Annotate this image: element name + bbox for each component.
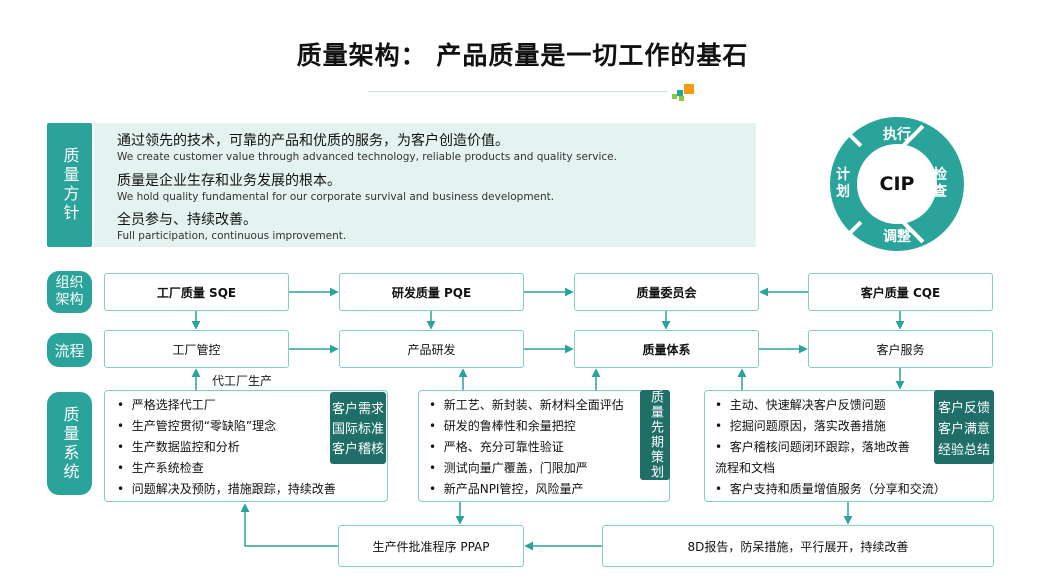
ppap-box: 生产件批准程序 PPAP [338,525,524,567]
title-divider [368,91,668,92]
factory-tag-box: 客户需求 国际标准 客户稽核 [330,392,386,464]
page-title: 质量架构： 产品质量是一切工作的基石 [296,41,749,70]
org-box-cqe: 客户质量 CQE [808,273,993,311]
oem-note: 代工厂生产 [212,374,273,388]
list-item: • 新工艺、新封装、新材料全面评估 [429,398,624,412]
policy-panel [94,123,756,247]
service-tag: 客户反馈 [937,401,990,416]
side-label-system: 质量系统 [47,392,92,495]
service-item-list: • 主动、快速解决客户反馈问题 • 挖掘问题原因，落实改善措施 • 客户稽核问题… [715,395,993,500]
policy-en-1: We create customer value through advance… [117,151,617,163]
factory-tag: 国际标准 [331,422,384,437]
list-item: • 挖掘问题原因，落实改善措施 [715,419,886,433]
side-label-policy: 质量方针 [47,123,92,247]
list-item: • 严格选择代工厂 [117,398,216,412]
service-tag: 客户满意 [937,422,990,437]
process-box-factory: 工厂管控 [104,330,289,368]
list-item: • 测试向量广覆盖，门限加严 [429,461,588,475]
org-box-sqe: 工厂质量 SQE [104,273,289,311]
list-item: • 生产数据监控和分析 [117,440,240,454]
service-tag-box: 客户反馈 客户满意 经验总结 [934,390,994,464]
list-item: 流程和文档 [715,461,776,475]
factory-tag: 客户稽核 [331,442,384,457]
list-item: • 客户支持和质量增值服务（分享和交流） [715,482,946,496]
policy-cn-3: 全员参与、持续改善。 [117,212,257,228]
policy-en-2: We hold quality fundamental for our corp… [117,191,555,203]
cip-top-label: 执行 [883,127,911,143]
process-box-system: 质量体系 [574,330,759,368]
cip-center-label: CIP [879,173,915,195]
list-item: • 研发的鲁棒性和余量把控 [429,419,576,433]
factory-tag: 客户需求 [331,402,384,417]
factory-item-list: • 严格选择代工厂 • 生产管控贯彻“零缺陷”理念 • 生产数据监控和分析 • … [117,395,387,500]
process-box-service: 客户服务 [808,330,993,368]
cip-left-label: 计划 [836,167,850,200]
policy-en-3: Full participation, continuous improveme… [117,230,347,242]
list-item: • 生产管控贯彻“零缺陷”理念 [117,419,277,433]
list-item: • 主动、快速解决客户反馈问题 [715,398,886,412]
cip-right-label: 检查 [933,167,947,200]
rd-item-list: • 新工艺、新封装、新材料全面评估 • 研发的鲁棒性和余量把控 • 严格、充分可… [429,395,669,500]
side-label-process: 流程 [47,333,92,367]
list-item: • 客户稽核问题闭环跟踪，落地改善 [715,440,910,454]
report-box: 8D报告，防呆措施，平行展开，持续改善 [602,525,994,567]
list-item: • 新产品NPI管控，风险量产 [429,482,584,496]
list-item: • 问题解决及预防，措施跟踪，持续改善 [117,482,336,496]
system-panel-rd: • 新工艺、新封装、新材料全面评估 • 研发的鲁棒性和余量把控 • 严格、充分可… [418,390,670,502]
side-label-org-text: 组织架构 [55,275,84,308]
side-label-org: 组织架构 [47,271,92,313]
process-box-rd: 产品研发 [339,330,524,368]
service-tag: 经验总结 [937,443,990,458]
org-box-committee: 质量委员会 [574,273,759,311]
policy-cn-1: 通过领先的技术，可靠的产品和优质的服务，为客户创造价值。 [117,133,509,149]
cip-bottom-label: 调整 [883,229,911,245]
list-item: • 严格、充分可靠性验证 [429,440,564,454]
rd-tag-box: 质量先期策划 [640,390,670,480]
policy-cn-2: 质量是企业生存和业务发展的根本。 [117,173,341,189]
list-item: • 生产系统检查 [117,461,204,475]
logo-icon [672,82,700,102]
org-box-pqe: 研发质量 PQE [339,273,524,311]
